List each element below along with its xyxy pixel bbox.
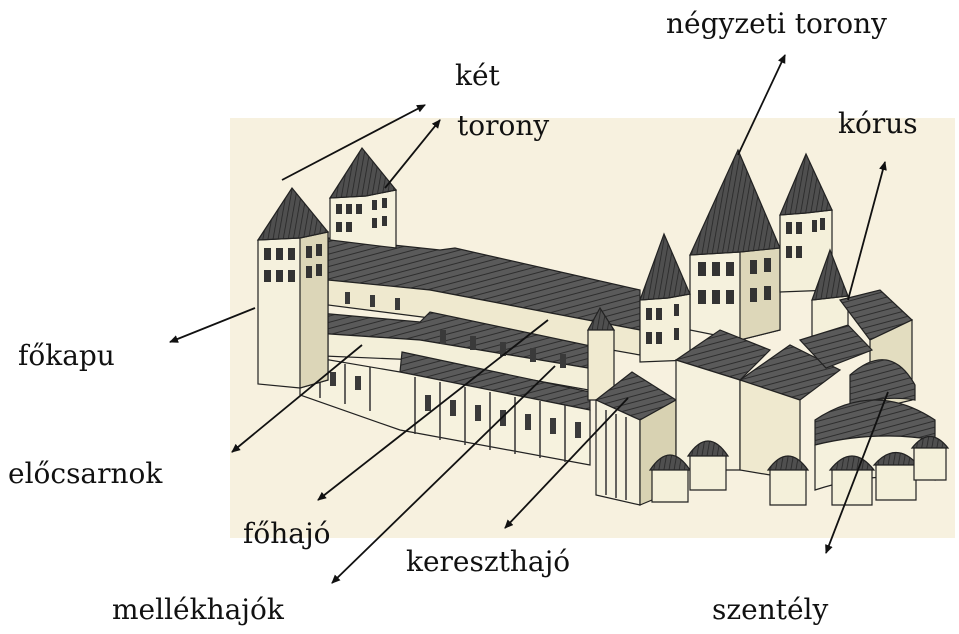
arrows [169, 54, 889, 584]
label-kereszthajo: kereszthajó [406, 545, 571, 578]
transept-small-tower-roof [586, 306, 616, 331]
arrow-kereszthajo [504, 397, 629, 529]
west-tower-left-roof [256, 186, 330, 241]
crossing-tower-shade [739, 247, 781, 341]
crossing-tower-windows [698, 258, 771, 304]
arrow-negyzeti-torony [737, 54, 786, 156]
chapel-2-roof [686, 440, 730, 457]
arrow-korus [847, 161, 887, 301]
choir-tower-roof [811, 248, 849, 301]
arrow-fohajo [317, 319, 549, 501]
west-tower-right-windows [336, 198, 387, 232]
buttresses [319, 360, 566, 462]
abbey-church-illustration [256, 146, 950, 506]
transept-tower-left-roof [639, 232, 691, 301]
arrow-ket-torony-2 [384, 119, 441, 189]
label-negyzeti-torony: négyzeti torony [666, 7, 887, 40]
label-torony: torony [457, 109, 550, 142]
arrow-szentely [825, 391, 889, 554]
arrow-fokapu [169, 307, 256, 343]
east-block-roof-d [798, 324, 874, 369]
transept-columns [605, 410, 627, 500]
label-szentely: szentély [712, 593, 829, 626]
label-elocsarnok: előcsarnok [8, 457, 163, 490]
transept-tower-left-windows [646, 304, 679, 344]
label-fohajo: főhajó [243, 517, 331, 550]
transept-tower-right-roof [779, 152, 833, 216]
transept-tower-left-body [639, 293, 691, 363]
arrow-elocsarnok [231, 344, 363, 453]
chapel-3-roof [766, 455, 810, 471]
label-mellekhajok: mellékhajók [112, 593, 284, 626]
chapel-4-roof [828, 455, 876, 471]
west-tower-left-windows [264, 244, 322, 282]
transept-tower-right-windows [786, 218, 825, 258]
label-ket: két [455, 59, 500, 92]
arrow-ket-torony-1 [281, 104, 426, 181]
chapel-6-roof [910, 435, 950, 449]
arrow-mellekhajok [331, 365, 556, 584]
west-tower-right-roof [328, 146, 398, 199]
west-tower-left-shade [299, 231, 329, 389]
label-korus: kórus [838, 107, 918, 140]
label-fokapu: főkapu [18, 339, 115, 372]
arcade-windows [330, 292, 581, 438]
